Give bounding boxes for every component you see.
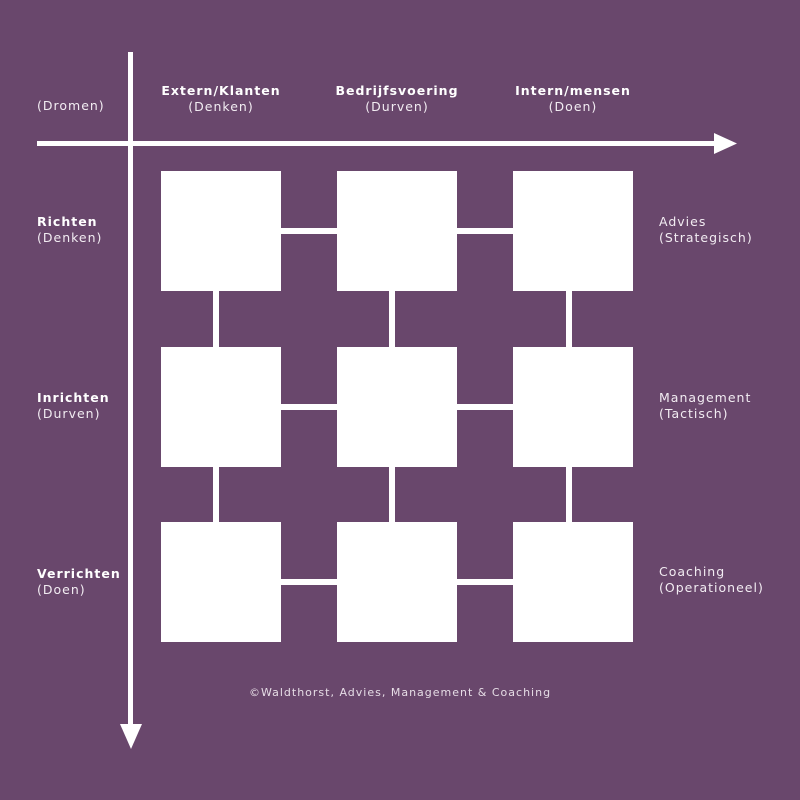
right-arrow-icon <box>714 133 737 154</box>
row-subtitle: (Doen) <box>37 582 86 597</box>
column-header-3: Intern/mensen(Doen) <box>473 83 673 115</box>
level-name: Advies <box>659 214 707 229</box>
column-subtitle: (Denken) <box>188 99 254 114</box>
connector <box>213 291 219 347</box>
level-type: (Tactisch) <box>659 406 729 421</box>
grid-box-2-3 <box>513 347 633 467</box>
grid-box-2-1 <box>161 347 281 467</box>
vertical-axis <box>128 52 133 732</box>
connector <box>457 404 513 410</box>
column-title: Bedrijfsvoering <box>335 83 459 98</box>
row-title: Verrichten <box>37 566 121 581</box>
copyright: ©Waldthorst, Advies, Management & Coachi… <box>248 686 552 699</box>
column-header-2: Bedrijfsvoering(Durven) <box>297 83 497 115</box>
column-title: Intern/mensen <box>515 83 631 98</box>
column-title: Extern/Klanten <box>161 83 281 98</box>
row-title: Richten <box>37 214 98 229</box>
grid-box-2-2 <box>337 347 457 467</box>
right-label-1: Advies(Strategisch) <box>659 214 753 246</box>
level-type: (Strategisch) <box>659 230 753 245</box>
row-label-3: Verrichten(Doen) <box>37 566 121 598</box>
connector <box>281 404 337 410</box>
row-label-2: Inrichten(Durven) <box>37 390 110 422</box>
connector <box>389 291 395 347</box>
right-label-2: Management(Tactisch) <box>659 390 751 422</box>
column-header-1: Extern/Klanten(Denken) <box>121 83 321 115</box>
right-label-3: Coaching(Operationeel) <box>659 564 764 596</box>
grid-box-1-3 <box>513 171 633 291</box>
corner-label: (Dromen) <box>37 98 105 113</box>
horizontal-axis <box>37 141 719 146</box>
connector <box>566 291 572 347</box>
connector <box>457 228 513 234</box>
column-subtitle: (Durven) <box>365 99 429 114</box>
row-label-1: Richten(Denken) <box>37 214 102 246</box>
level-name: Coaching <box>659 564 726 579</box>
connector <box>281 228 337 234</box>
grid-box-3-1 <box>161 522 281 642</box>
level-type: (Operationeel) <box>659 580 764 595</box>
connector <box>281 579 337 585</box>
column-subtitle: (Doen) <box>548 99 598 114</box>
connector <box>213 467 219 522</box>
connector <box>566 467 572 522</box>
grid-box-1-2 <box>337 171 457 291</box>
row-title: Inrichten <box>37 390 110 405</box>
row-subtitle: (Durven) <box>37 406 101 421</box>
grid-box-1-1 <box>161 171 281 291</box>
level-name: Management <box>659 390 752 405</box>
grid-box-3-3 <box>513 522 633 642</box>
down-arrow-icon <box>120 724 142 749</box>
connector <box>389 467 395 522</box>
connector <box>457 579 513 585</box>
grid-box-3-2 <box>337 522 457 642</box>
row-subtitle: (Denken) <box>37 230 103 245</box>
